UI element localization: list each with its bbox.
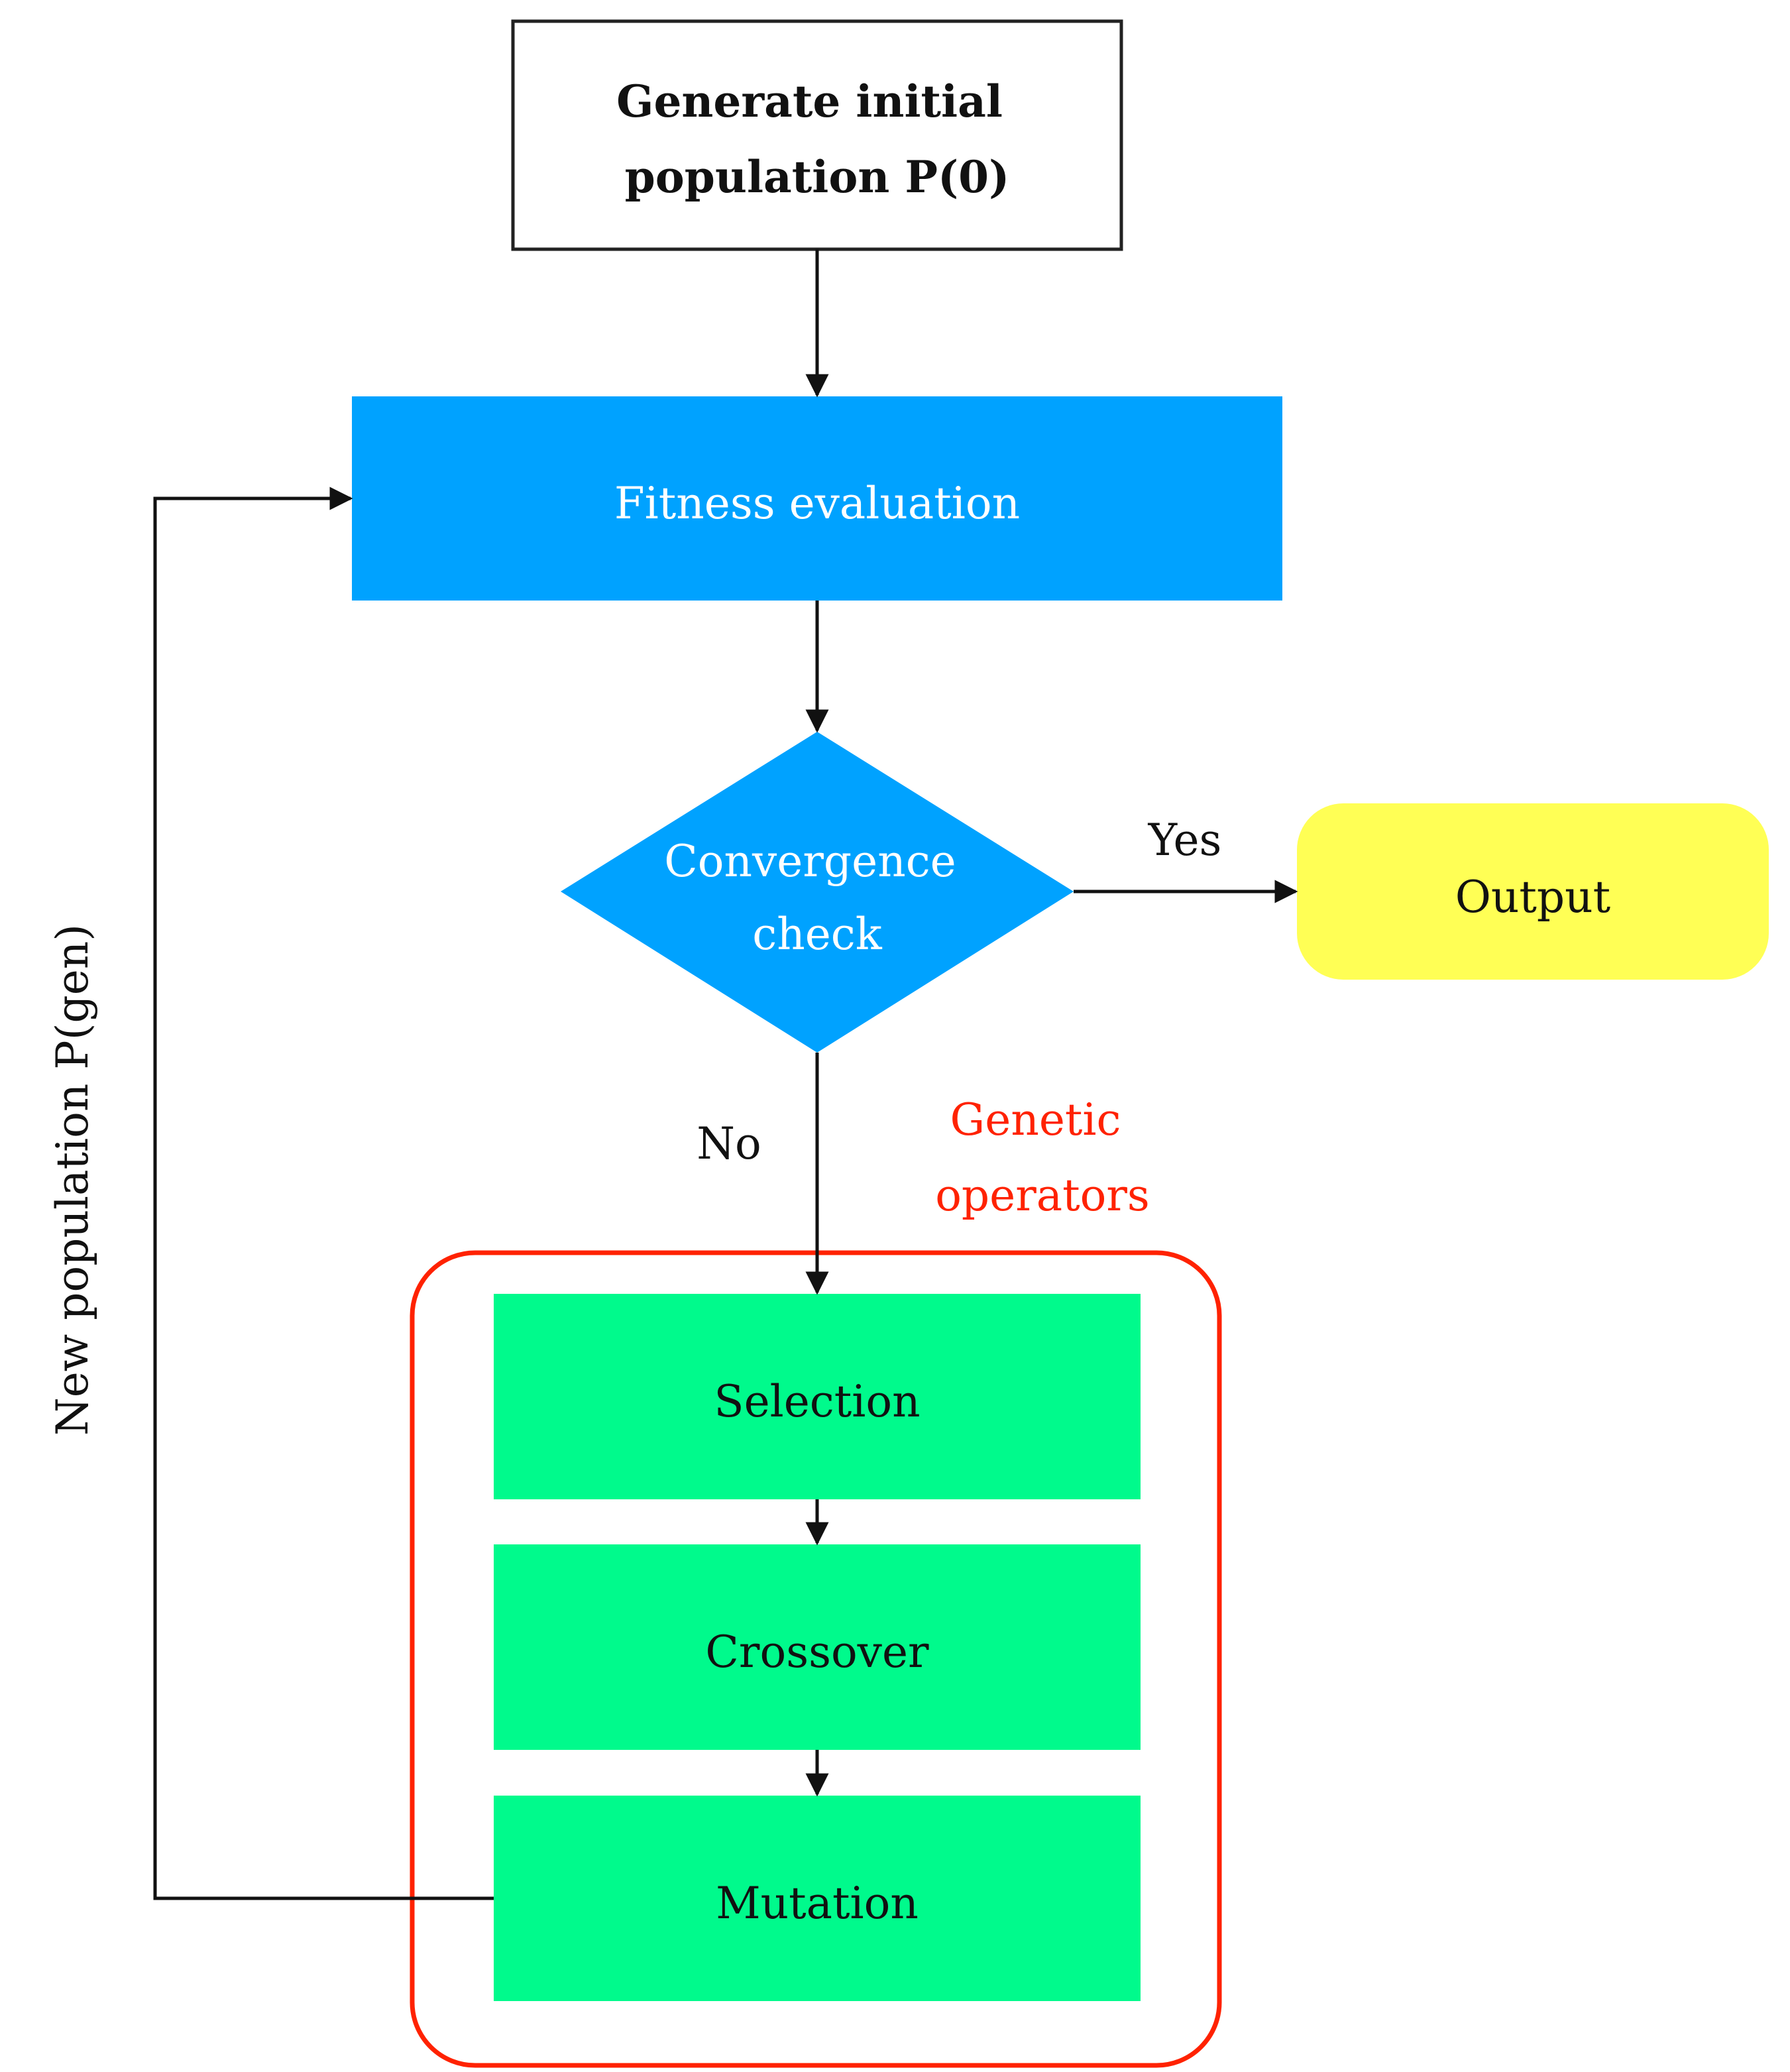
crossover-label: Crossover [705,1627,929,1678]
mutation-label: Mutation [716,1878,919,1929]
convergence-check-node [561,732,1074,1053]
yes-label: Yes [1148,815,1222,866]
convergence-check-line-1: Convergence [664,836,956,887]
fitness-evaluation-node [352,396,1282,601]
output-label: Output [1455,872,1610,923]
start-node-label: Generate initial population P(0) [616,76,1018,203]
selection-label: Selection [714,1376,920,1427]
genetic-operators-line-1: Genetic [950,1094,1121,1145]
fitness-evaluation-label: Fitness evaluation [614,478,1020,529]
loop-label: New population P(gen) [47,924,98,1436]
selection-node [494,1294,1141,1499]
start-node [511,19,1123,251]
arrow-loop-mutation-to-fitness [153,487,494,1900]
convergence-check-line-2: check [752,909,882,960]
no-label: No [697,1118,761,1169]
genetic-operators-line-2: operators [935,1170,1150,1221]
output-node [1297,803,1769,980]
mutation-node [494,1796,1141,2001]
crossover-node [494,1544,1141,1750]
convergence-check-label: Convergence check [664,836,970,960]
start-node-line-1: Generate initial [616,76,1003,127]
genetic-operators-label: Genetic operators [935,1094,1150,1221]
start-node-line-2: population P(0) [625,151,1010,203]
